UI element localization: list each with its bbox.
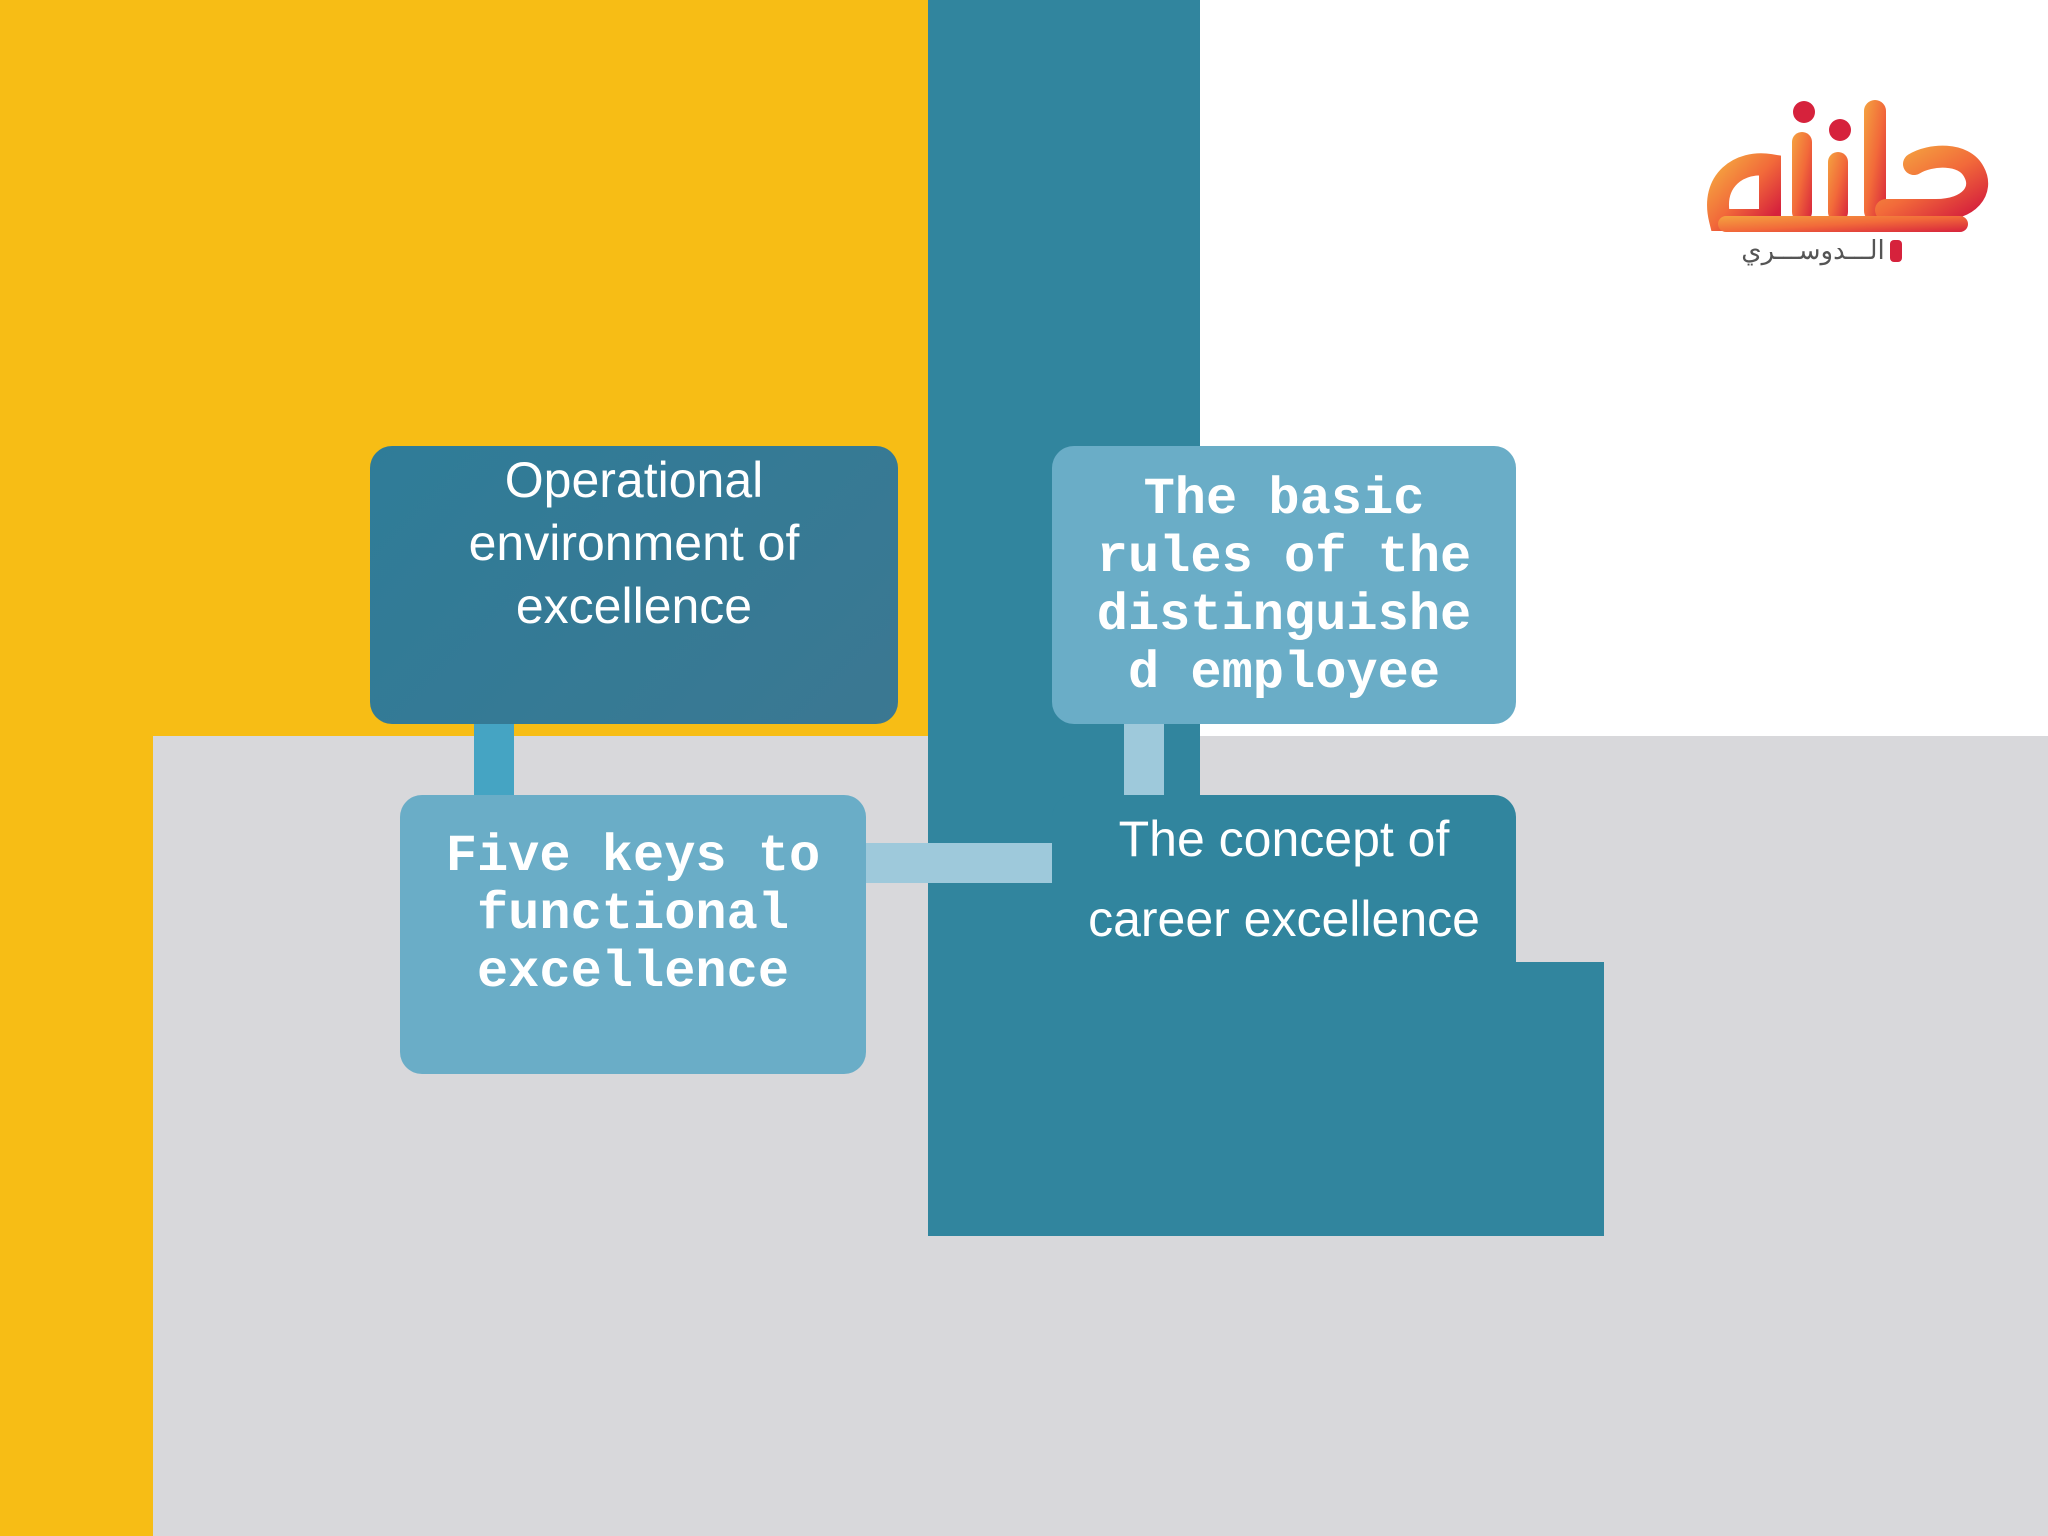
connector-five-keys-to-concept: [864, 843, 1052, 883]
background-gray-right-block: [1604, 962, 2048, 1536]
logo-subtitle: الـــدوســـري: [1741, 236, 1885, 266]
node-concept-label: The concept of career excellence: [1088, 811, 1480, 947]
brand-logo: [1707, 100, 1989, 262]
connector-basic-rules-to-concept: [1124, 722, 1164, 796]
node-five-keys-label: Five keys to functional excellence: [445, 826, 821, 1002]
node-career-excellence-concept: The concept of career excellence: [1052, 795, 1516, 963]
node-basic-rules-label: The basic rules of the distinguishe d em…: [1096, 470, 1472, 703]
connector-operational-to-five-keys: [474, 722, 514, 796]
node-basic-rules: The basic rules of the distinguishe d em…: [1052, 446, 1516, 724]
node-operational-environment: Operational environment of excellence: [370, 446, 898, 724]
node-five-keys: Five keys to functional excellence: [400, 795, 866, 1074]
background-teal-block: [928, 962, 1604, 1236]
node-operational-label: Operational environment of excellence: [468, 451, 800, 634]
